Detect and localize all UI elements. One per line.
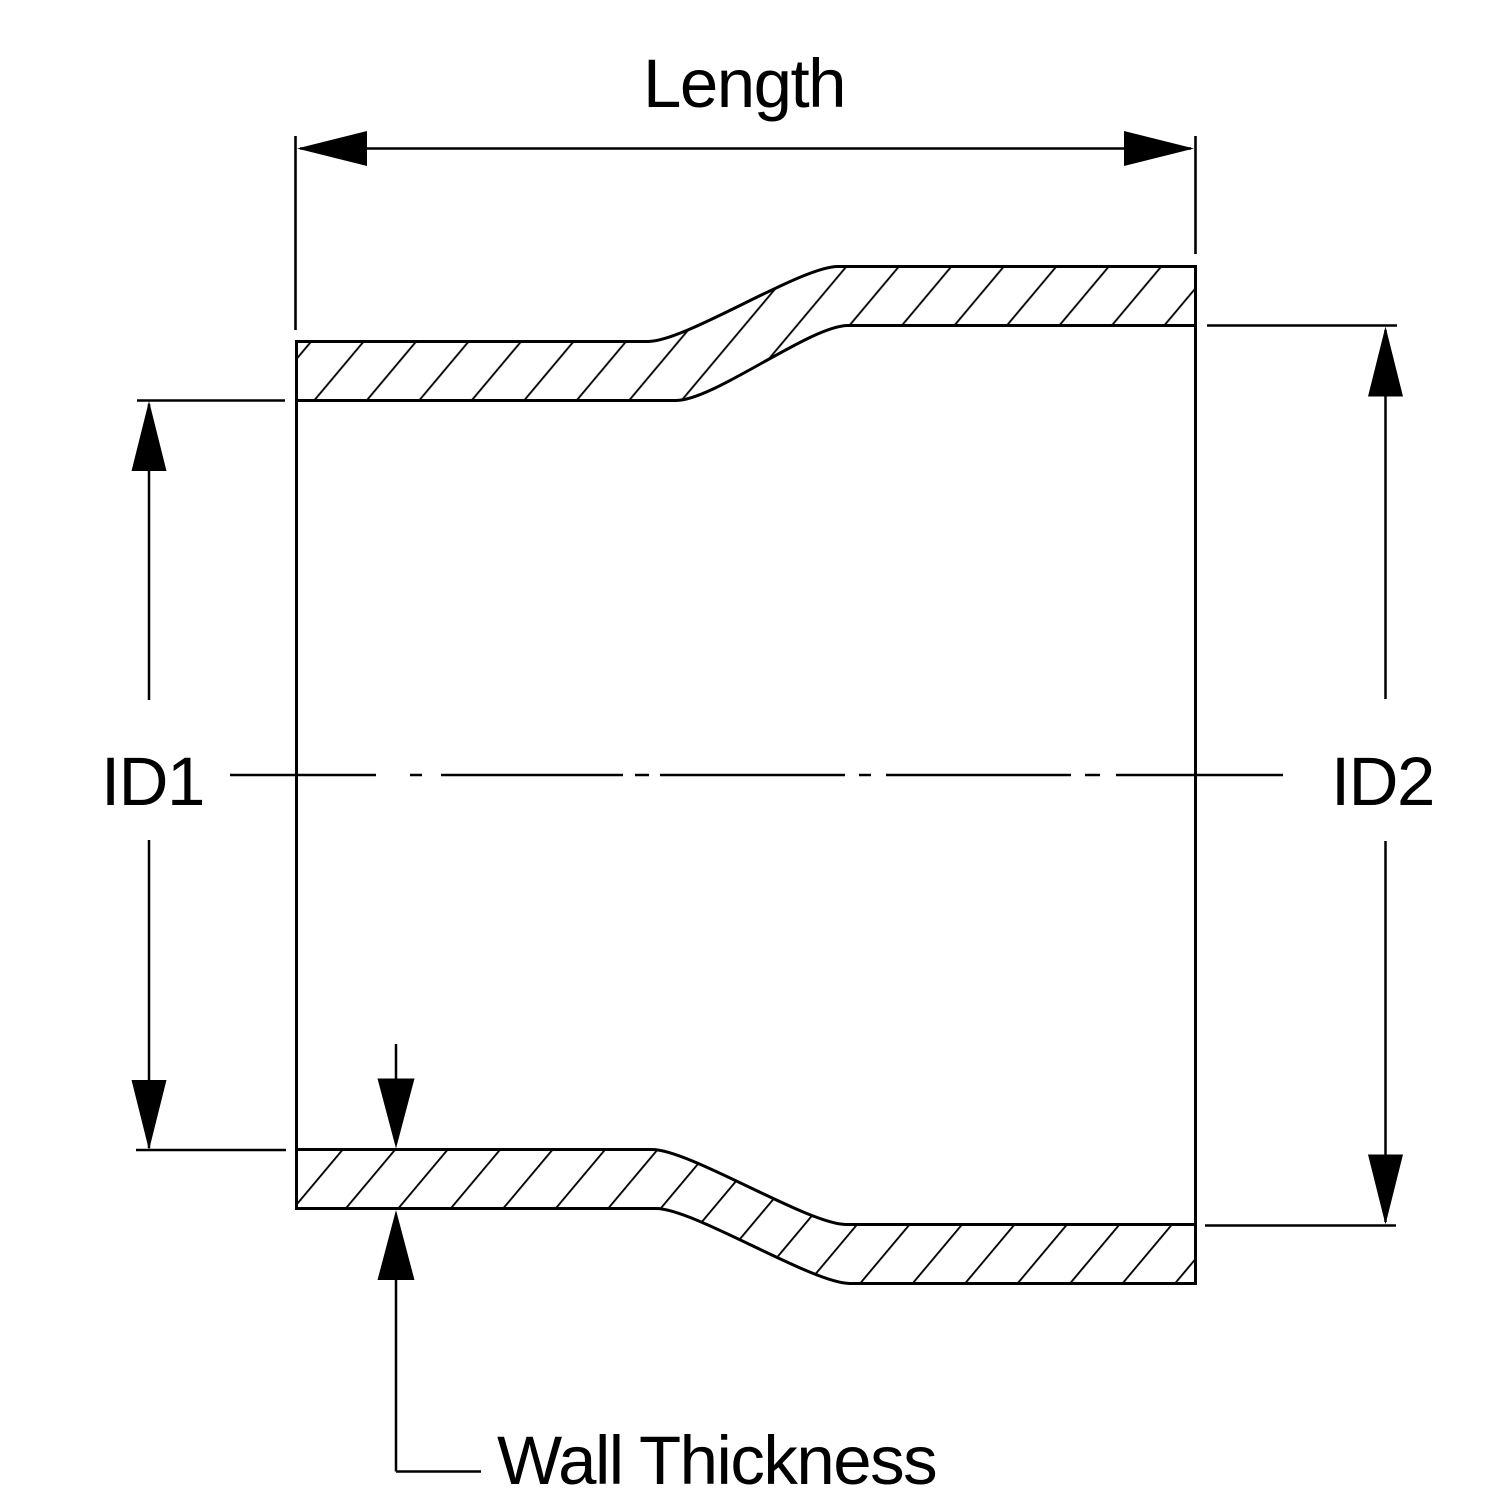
- svg-text:Wall Thickness: Wall Thickness: [497, 1422, 936, 1499]
- svg-text:ID1: ID1: [101, 743, 204, 820]
- svg-text:ID2: ID2: [1331, 743, 1434, 820]
- svg-text:Length: Length: [643, 45, 845, 122]
